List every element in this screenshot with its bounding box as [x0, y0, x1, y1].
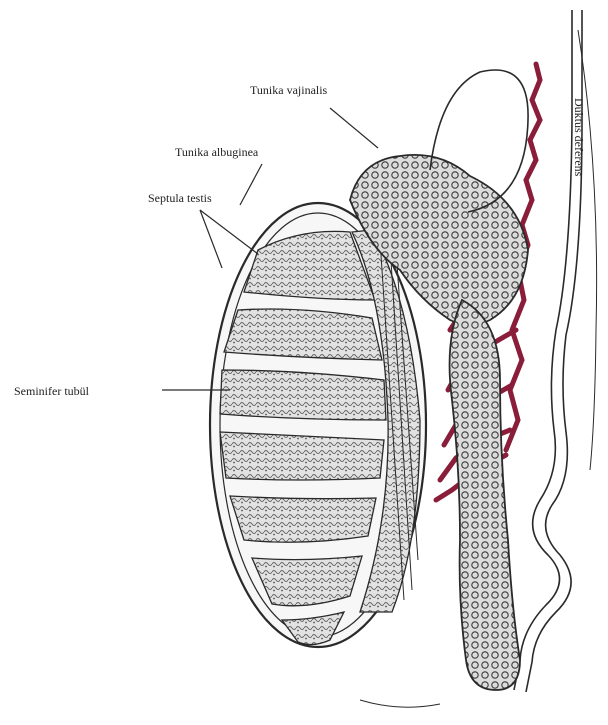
epididymis-body [450, 300, 520, 690]
label-tunica-vaginalis: Tunika vajinalis [250, 84, 327, 96]
leader-tunica-vaginalis [330, 108, 378, 148]
bottom-mark [360, 700, 440, 707]
label-tunica-albuginea: Tunika albuginea [175, 146, 258, 158]
label-ductus-deferens: Duktus deferens [573, 98, 585, 176]
label-septula-testis: Septula testis [148, 192, 212, 204]
label-seminiferous-tubules: Seminifer tubül [14, 385, 89, 397]
leader-tunica-albuginea [240, 164, 262, 205]
